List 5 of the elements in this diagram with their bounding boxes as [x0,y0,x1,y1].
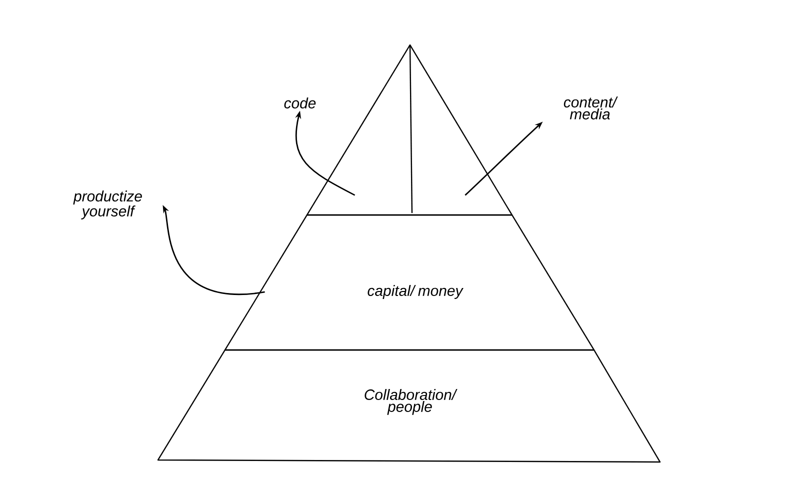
handwritten-label: code [284,98,316,108]
handwritten-label: productize yourself [73,190,142,220]
pyramid-band: capital/ money [224,214,595,351]
handwritten-label: content/ media [564,96,618,120]
pyramid-band: Collaboration/ people [157,349,661,463]
